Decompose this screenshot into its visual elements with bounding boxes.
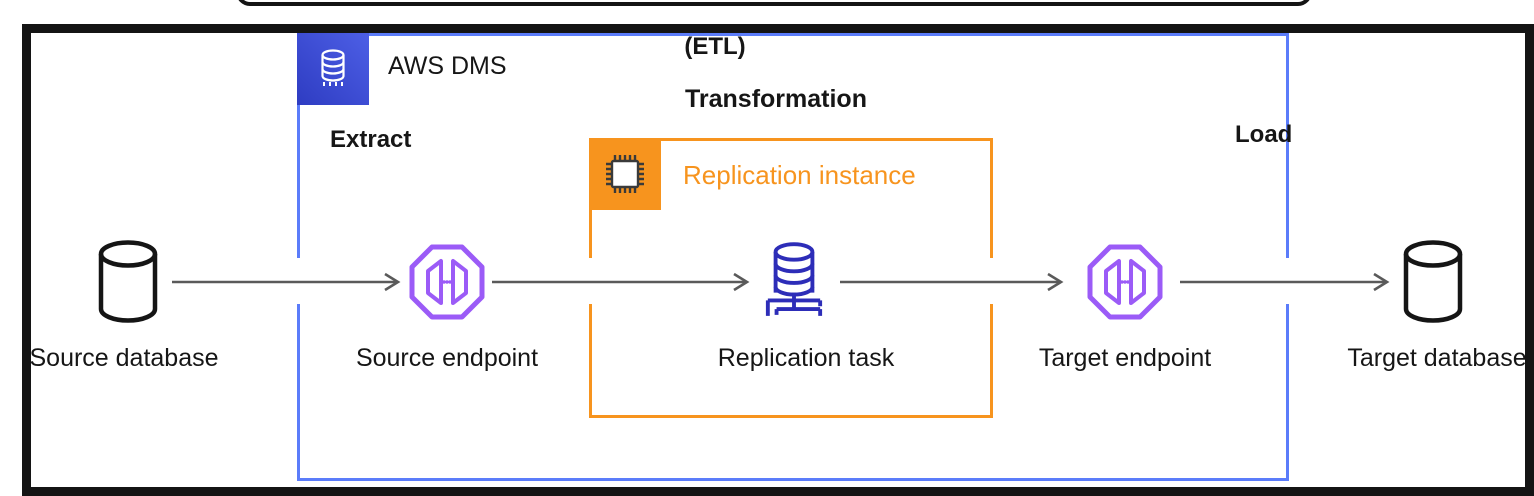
load-label: Load [1235, 121, 1293, 148]
border-gap [292, 258, 302, 304]
endpoint-octagon-icon [409, 244, 485, 320]
top-clipped-box [236, 0, 1312, 6]
target-database-label: Target database [1347, 344, 1527, 372]
source-endpoint-node [405, 240, 489, 324]
replication-instance-icon-box [589, 138, 661, 210]
extract-label: Extract [330, 126, 412, 153]
source-endpoint-label: Source endpoint [355, 344, 539, 372]
aws-dms-group-box [297, 33, 1289, 481]
target-database-node [1400, 240, 1466, 324]
border-gap [1283, 258, 1293, 304]
aws-dms-label: AWS DMS [388, 52, 507, 80]
source-database-node [95, 240, 161, 324]
replication-task-node [763, 238, 825, 324]
etl-label: (ETL) [684, 33, 746, 60]
endpoint-octagon-icon [1087, 244, 1163, 320]
transformation-label: Transformation [685, 85, 867, 113]
border-gap [987, 258, 997, 304]
source-database-label: Source database [29, 344, 219, 372]
target-endpoint-node [1083, 240, 1167, 324]
database-cylinder-icon [98, 240, 158, 323]
replication-task-icon [765, 242, 823, 316]
border-gap [584, 258, 594, 304]
database-migration-service-icon [321, 49, 345, 86]
aws-dms-service-icon [297, 33, 369, 105]
target-endpoint-label: Target endpoint [1038, 344, 1212, 372]
replication-instance-label: Replication instance [683, 160, 916, 190]
processor-chip-icon [606, 155, 644, 193]
database-cylinder-icon [1403, 240, 1463, 323]
replication-task-label: Replication task [717, 344, 895, 372]
